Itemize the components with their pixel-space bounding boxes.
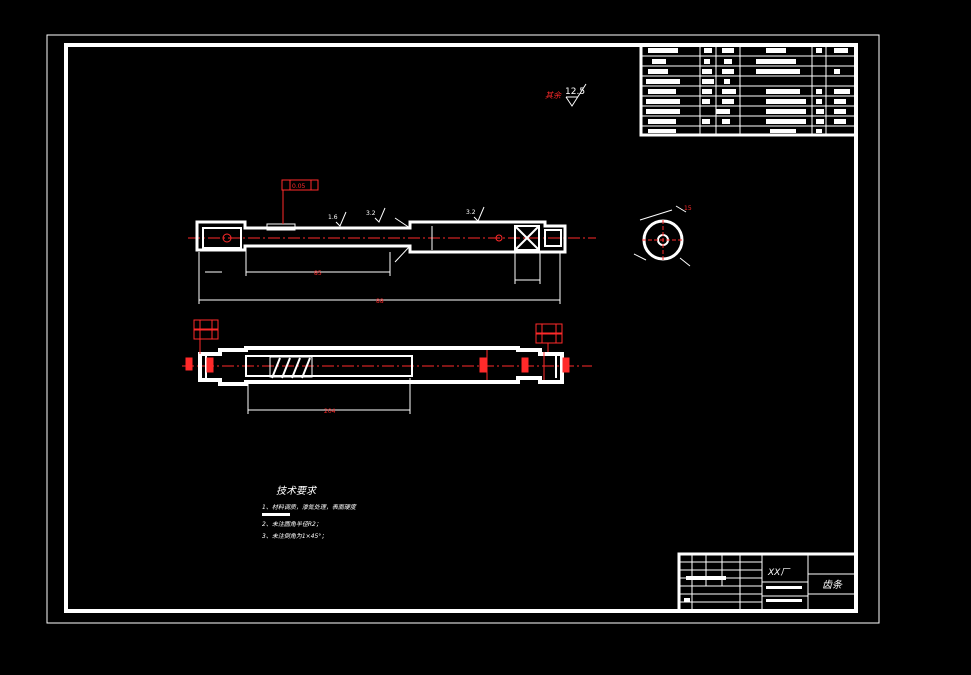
notes-line-2: 2、未注圆角半径R2； [262,520,322,528]
roughness-r3: 3.2 [466,209,476,216]
flatness-value: 0.05 [292,183,306,190]
section-label: 15 [684,205,692,212]
roughness-symbol: 其余 12.5 [545,83,587,107]
flatness-callout: 0.05 [281,179,319,224]
dim-top-inner: 85 [314,270,322,277]
section-view: 15 [633,205,692,267]
parameter-table [639,43,858,137]
rack-top-view [188,217,596,304]
rack-front-view [182,346,592,414]
notes-line-3: 3、未注倒角为1×45°； [262,532,327,540]
title-block-name: 齿条 [822,579,843,591]
title-block-factory: XX厂 [767,568,791,578]
notes-title: 技术要求 [276,485,318,497]
roughness-value: 12.5 [565,87,585,97]
outer-frame [46,34,880,624]
roughness-r1: 1.6 [328,214,338,221]
runout-callouts [193,319,563,354]
title-block: XX厂 齿条 [677,552,858,613]
dim-bottom-inner: 204 [324,408,336,415]
inner-frame [64,43,858,613]
roughness-r2: 3.2 [366,210,376,217]
top-roughness-marks: 1.6 3.2 3.2 [328,206,485,227]
notes-line-1: 1、材料调质，渗氮处理，表面硬度 [262,503,357,511]
roughness-prefix: 其余 [545,91,562,100]
technical-requirements: 技术要求 1、材料调质，渗氮处理，表面硬度 2、未注圆角半径R2； 3、未注倒角… [262,485,357,540]
dim-top-total: 88 [376,298,384,305]
